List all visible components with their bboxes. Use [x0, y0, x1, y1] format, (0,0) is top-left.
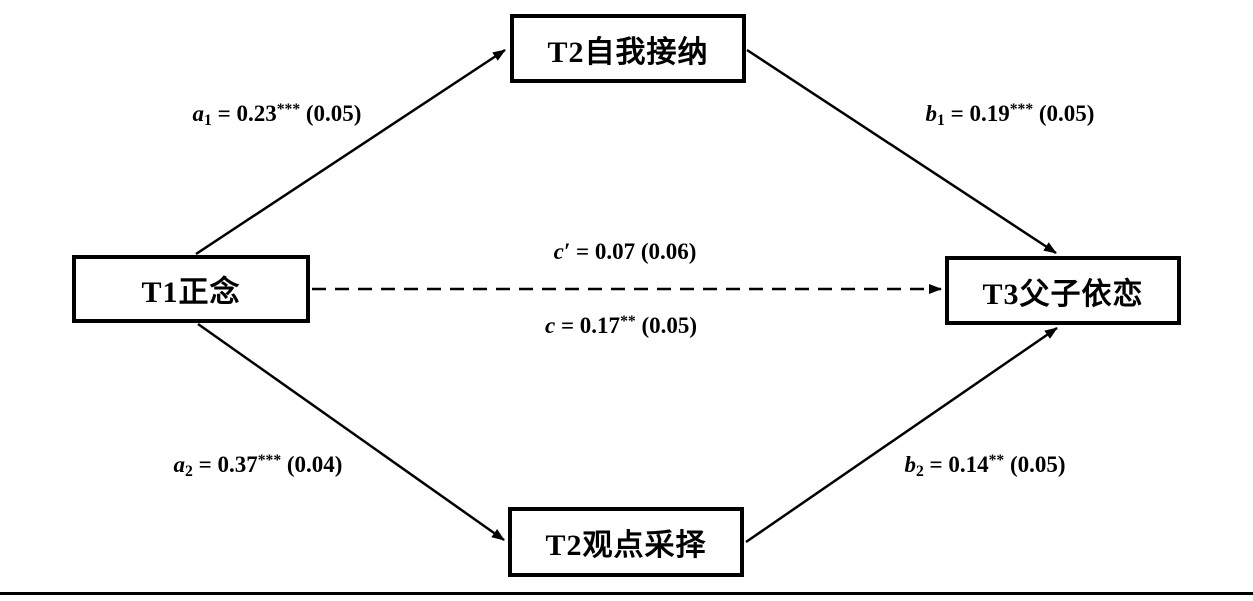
standard-error: (0.06)	[635, 239, 697, 264]
node-t2-self-acceptance: T2自我接纳	[510, 14, 746, 83]
arrow-b1	[746, 48, 1057, 255]
significance-stars: ***	[257, 451, 282, 469]
coefficient-symbol: b	[904, 452, 916, 477]
significance-stars: ***	[1009, 100, 1034, 118]
node-label: T3父子依恋	[982, 277, 1144, 311]
arrow-a1	[195, 48, 506, 256]
path-label-c: c = 0.17** (0.05)	[545, 313, 697, 339]
coefficient-symbol: b	[925, 101, 938, 126]
coefficient-symbol: a	[173, 452, 186, 477]
standard-error: (0.04)	[281, 452, 343, 477]
arrow-a2	[197, 322, 505, 542]
path-label-b2: b2 = 0.14** (0.05)	[904, 451, 1066, 480]
standard-error: (0.05)	[1004, 452, 1066, 477]
standard-error: (0.05)	[1033, 101, 1095, 126]
coefficient-subscript: 2	[915, 462, 924, 480]
coefficient-subscript: 2	[185, 462, 193, 480]
coefficient-value: = 0.07	[570, 239, 636, 264]
path-label-a2: a2 = 0.37*** (0.04)	[173, 451, 343, 480]
significance-stars: **	[620, 312, 636, 330]
arrow-b2	[745, 326, 1058, 544]
path-label-c-prime: c′ = 0.07 (0.06)	[554, 239, 697, 265]
standard-error: (0.05)	[300, 101, 362, 126]
coefficient-value: = 0.17	[555, 313, 621, 338]
coefficient-subscript: 1	[937, 111, 945, 129]
path-label-b1: b1 = 0.19*** (0.05)	[925, 100, 1095, 129]
node-label: T2观点采择	[545, 529, 707, 562]
node-t1-mindfulness: T1正念	[72, 255, 310, 323]
significance-stars: ***	[276, 100, 301, 118]
node-label: T2自我接纳	[547, 35, 709, 69]
path-label-a1: a1 = 0.23*** (0.05)	[192, 100, 362, 129]
standard-error: (0.05)	[635, 313, 698, 338]
node-t3-father-child-attachment: T3父子依恋	[945, 256, 1181, 325]
coefficient-value: = 0.23	[211, 101, 277, 126]
coefficient-value: = 0.14	[923, 452, 989, 477]
coefficient-subscript: 1	[204, 111, 212, 129]
bottom-divider-rule	[0, 592, 1253, 595]
coefficient-symbol: c	[544, 313, 556, 338]
coefficient-value: = 0.19	[944, 101, 1010, 126]
significance-stars: **	[988, 451, 1005, 469]
coefficient-symbol: c′	[553, 239, 571, 264]
coefficient-symbol: a	[192, 101, 205, 126]
node-label: T1正念	[141, 276, 241, 309]
coefficient-value: = 0.37	[192, 452, 258, 477]
node-t2-perspective-taking: T2观点采择	[508, 507, 744, 577]
